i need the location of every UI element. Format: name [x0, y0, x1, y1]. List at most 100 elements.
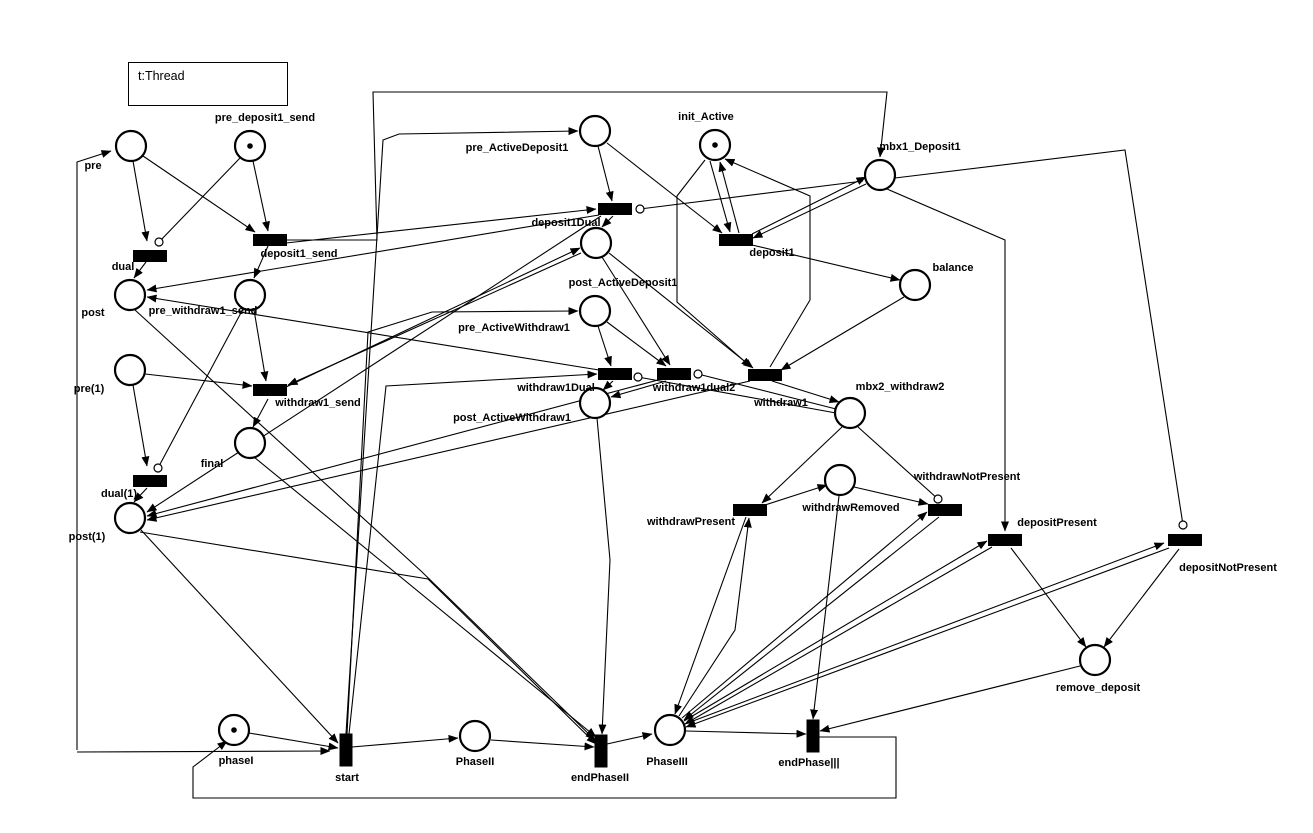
- transition-label-deposit1_send: deposit1_send: [260, 248, 337, 260]
- arc-deposit1_send-deposit1Dual: [285, 206, 597, 244]
- test-arc-tip-circle: [635, 204, 645, 214]
- transition-dual[interactable]: [133, 250, 167, 262]
- token-pre_deposit1_send: [247, 143, 253, 149]
- arc-withdraw1dual2-post_ActiveWithdraw1: [610, 380, 667, 399]
- arc-border-start: [76, 747, 331, 756]
- arc-mbx1_Deposit1-depositPresent: [886, 188, 1009, 532]
- arc-start-withdraw1Dual: [348, 370, 598, 735]
- transition-deposit1Dual[interactable]: [598, 203, 632, 215]
- place-label-post_ActiveWithdraw1: post_ActiveWithdraw1: [453, 412, 571, 424]
- place-label-init_Active: init_Active: [678, 111, 734, 123]
- place-pre[interactable]: [114, 129, 148, 163]
- arc-withdraw1dual2-post1: [146, 379, 659, 518]
- transition-withdraw1[interactable]: [748, 369, 782, 381]
- arc-pre_withdraw1_send-withdraw1_send: [253, 309, 269, 382]
- arc-PhaseIII-depositPresent: [683, 540, 988, 722]
- arc-start-pre_ActiveDeposit1: [345, 127, 579, 735]
- place-balance[interactable]: [898, 268, 932, 302]
- arc-deposit1Dual-post1: [146, 215, 602, 513]
- transition-endPhaseII[interactable]: [594, 734, 608, 768]
- transition-start[interactable]: [339, 733, 353, 767]
- place-pre_withdraw1_send[interactable]: [233, 278, 267, 312]
- place-PhaseII[interactable]: [458, 719, 492, 753]
- arc-withdraw1Dual-post_ActiveWithdraw1: [602, 380, 614, 391]
- transition-label-endPhaseIII: endPhase|||: [778, 757, 839, 769]
- transition-label-dual: dual: [112, 261, 135, 273]
- token-phaseI: [231, 727, 237, 733]
- arc-PhaseIII-depositNotPresent: [684, 542, 1165, 725]
- transition-label-withdraw1dual2: withdraw1dual2: [652, 382, 736, 394]
- place-label-pre1: pre(1): [74, 383, 105, 395]
- place-pre1[interactable]: [113, 353, 147, 387]
- arc-post_ActiveDeposit1-withdraw1: [608, 252, 754, 369]
- transition-dual1[interactable]: [133, 475, 167, 487]
- arc-withdraw1-mbx2_withdraw2: [771, 380, 840, 403]
- arc-pre-deposit1_send: [142, 155, 256, 233]
- transition-label-withdraw1: withdraw1: [753, 397, 808, 409]
- arc-dual1-post1: [133, 487, 148, 503]
- arc-init_Active-withdraw1: [676, 159, 752, 368]
- arc-withdrawRemoved-withdrawNotPresent: [853, 486, 929, 506]
- transition-deposit1[interactable]: [719, 234, 753, 246]
- place-post_ActiveWithdraw1[interactable]: [578, 386, 612, 420]
- place-label-PhaseII: PhaseII: [456, 756, 495, 768]
- place-PhaseIII[interactable]: [653, 713, 687, 747]
- transition-label-dual1: dual(1): [101, 488, 137, 500]
- place-label-post1: post(1): [69, 531, 106, 543]
- transition-withdrawPresent[interactable]: [733, 504, 767, 516]
- arc-post_ActiveWithdraw1-endPhaseII: [596, 417, 611, 735]
- token-init_Active: [712, 142, 718, 148]
- transition-withdrawNotPresent[interactable]: [928, 504, 962, 516]
- arc-post-endPhaseII: [134, 309, 596, 741]
- arc-deposit1-init_Active: [718, 161, 740, 234]
- arc-post_ActiveDeposit1-withdraw1_send: [287, 252, 582, 386]
- place-label-pre_ActiveDeposit1: pre_ActiveDeposit1: [466, 142, 569, 154]
- test-arc-tip-circle: [1178, 520, 1188, 530]
- place-final[interactable]: [233, 426, 267, 460]
- arc-start-pre_ActiveWithdraw1: [346, 307, 579, 735]
- place-remove_deposit[interactable]: [1078, 643, 1112, 677]
- place-pre_ActiveWithdraw1[interactable]: [578, 294, 612, 328]
- place-label-withdrawRemoved: withdrawRemoved: [801, 502, 899, 514]
- arc-pre-dual: [132, 160, 150, 242]
- transition-withdraw1_send[interactable]: [253, 384, 287, 396]
- arc-PhaseIII-endPhaseIII: [685, 729, 807, 738]
- arc-border-pre: [76, 150, 112, 750]
- place-withdrawRemoved[interactable]: [823, 463, 857, 497]
- transition-depositPresent[interactable]: [988, 534, 1022, 546]
- arc-phaseI-start: [248, 732, 339, 751]
- place-post[interactable]: [113, 278, 147, 312]
- arc-PhaseIII-withdrawPresent: [678, 517, 752, 717]
- place-post1[interactable]: [113, 501, 147, 535]
- place-label-remove_deposit: remove_deposit: [1056, 682, 1141, 694]
- arc-deposit1-balance: [751, 244, 901, 282]
- arc-depositNotPresent-remove_deposit: [1103, 548, 1180, 648]
- transition-deposit1_send[interactable]: [253, 234, 287, 246]
- arc-pre_ActiveDeposit1-deposit1: [606, 142, 723, 234]
- transition-endPhaseIII[interactable]: [806, 719, 820, 753]
- arc-mbx2_withdraw2-withdrawNotPresent: [857, 426, 939, 500]
- arc-final-endPhaseII: [253, 456, 597, 738]
- place-mbx2_withdraw2[interactable]: [833, 396, 867, 430]
- arc-pre_ActiveWithdraw1-withdraw1Dual: [597, 325, 612, 367]
- transition-depositNotPresent[interactable]: [1168, 534, 1202, 546]
- place-mbx1_Deposit1[interactable]: [863, 158, 897, 192]
- arc-remove_deposit-endPhaseIII: [819, 665, 1081, 733]
- arc-depositNotPresent-PhaseIII: [685, 547, 1170, 728]
- arc-post_ActiveDeposit1-withdraw1dual2: [601, 256, 671, 366]
- place-label-mbx2_withdraw2: mbx2_withdraw2: [856, 381, 945, 393]
- arc-pre_deposit1_send-dual: [158, 157, 241, 243]
- arc-withdrawNotPresent-PhaseIII: [683, 516, 940, 721]
- arc-pre1-withdraw1_send: [144, 373, 253, 389]
- arc-mbx1_Deposit1-depositNotPresent: [894, 149, 1184, 526]
- place-post_ActiveDeposit1[interactable]: [579, 226, 613, 260]
- transition-withdraw1Dual[interactable]: [598, 368, 632, 380]
- arc-withdraw1-init_Active: [724, 158, 811, 368]
- arc-deposit1Dual-post: [146, 214, 600, 293]
- test-arc-tip-circle: [633, 372, 643, 382]
- arc-mbx1_Deposit1-deposit1: [752, 183, 867, 239]
- thread-frame-label: t:Thread: [138, 69, 185, 83]
- transition-withdraw1dual2[interactable]: [657, 368, 691, 380]
- test-arc-tip-circle: [154, 237, 164, 247]
- place-pre_ActiveDeposit1[interactable]: [578, 114, 612, 148]
